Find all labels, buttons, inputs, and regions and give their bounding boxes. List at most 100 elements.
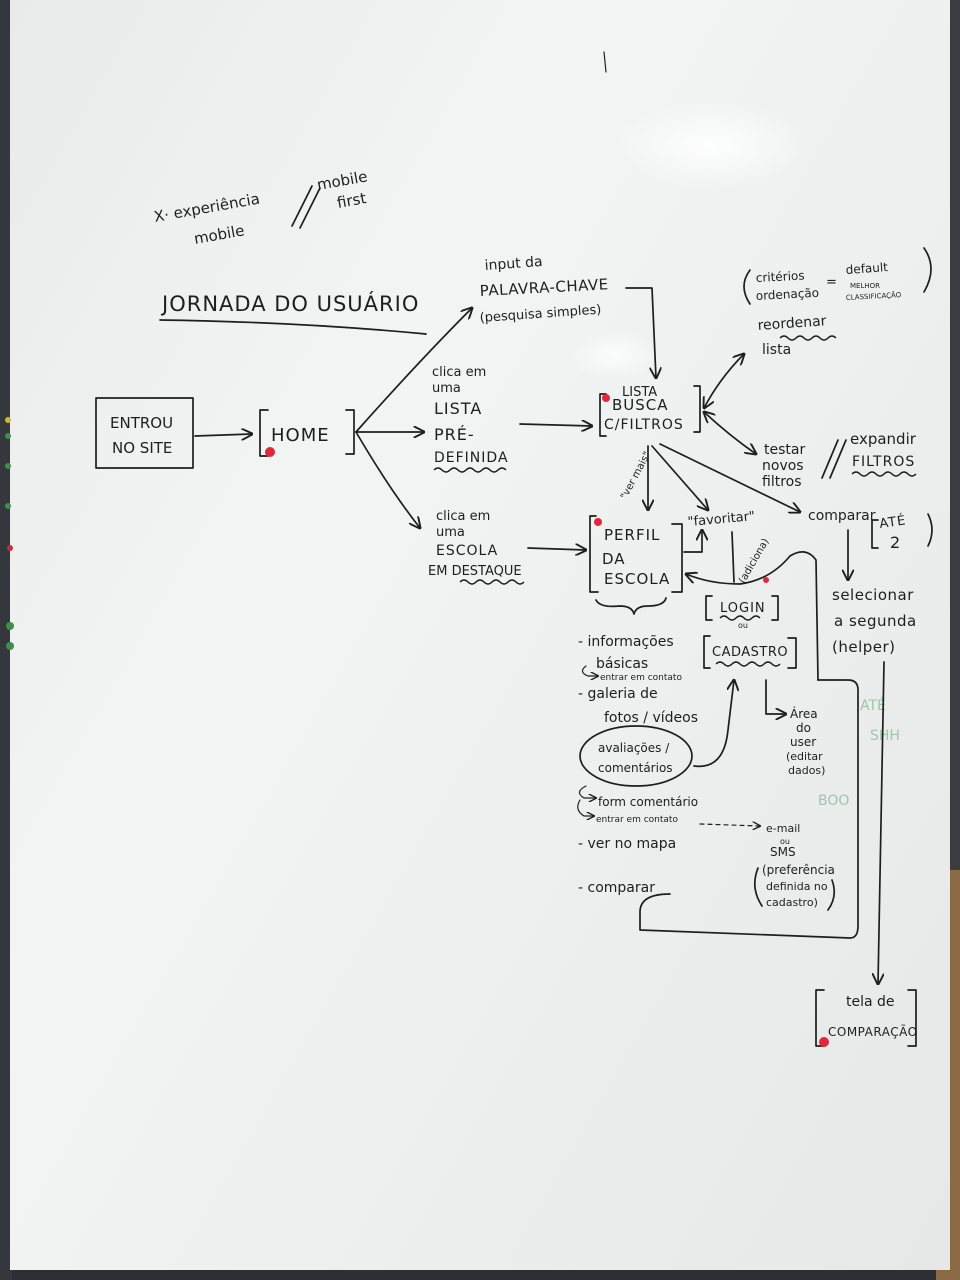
ate-bracket — [871, 519, 879, 549]
email-label-4: (preferência — [762, 863, 835, 877]
home-bracket-left — [259, 409, 269, 457]
login-or: ou — [738, 621, 748, 630]
note-experiencia-1: X· experiência — [153, 190, 262, 226]
arrow-favoritar-perfil — [686, 555, 791, 585]
criterios-label-2: ordenação — [755, 286, 819, 303]
escola-label-2: uma — [436, 525, 465, 540]
entrou-box — [95, 397, 194, 469]
lista-label-4: PRÉ- — [434, 425, 475, 444]
ghost-mark-3: BOO — [818, 793, 849, 809]
testar-label-2: novos — [762, 458, 804, 474]
perfil-bracket-right — [671, 523, 683, 593]
title-underline — [159, 319, 427, 335]
expandir-label-2: FILTROS — [852, 454, 915, 470]
escola-label-4: EM DESTAQUE — [428, 564, 522, 579]
arrow-busca-favoritar — [651, 445, 708, 510]
comparar-bottom-label: - comparar — [578, 880, 655, 896]
arrow-lista-busca — [519, 424, 592, 426]
input-label-1: input da — [484, 254, 543, 274]
lista-label-1: clica em — [432, 365, 486, 380]
perfil-label-1: PERFIL — [604, 526, 660, 544]
entrar-contato-1: entrar em contato — [600, 673, 682, 683]
galeria-label-2: fotos / vídeos — [604, 710, 698, 726]
magnet-green-4 — [6, 622, 14, 630]
selecionar-label-2: a segunda — [834, 612, 917, 630]
login-label: LOGIN — [720, 601, 766, 616]
arrow-avaliacoes-cadastro — [693, 680, 734, 768]
email-label-1: e-mail — [766, 822, 800, 835]
cadastro-underline — [715, 661, 781, 667]
area-label-2: do — [796, 721, 811, 735]
favoritar-line — [731, 531, 735, 583]
criterios-equals: = — [826, 275, 837, 290]
area-label-4: (editar — [786, 750, 823, 763]
email-label-6: cadastro) — [766, 896, 818, 909]
escola-label-1: clica em — [436, 509, 490, 524]
arrow-busca-testar — [704, 412, 756, 454]
ghost-mark-2: SHH — [870, 728, 900, 744]
marker-dot-favoritar — [763, 577, 769, 583]
arrow-home-escola — [355, 431, 420, 528]
arrow-perfil-favoritar — [683, 530, 702, 553]
email-paren-right — [827, 879, 836, 911]
arrow-escola-perfil — [527, 548, 586, 550]
lista-underline — [433, 467, 507, 473]
info-label-1: - informações — [578, 634, 674, 650]
selecionar-label-1: selecionar — [832, 586, 914, 604]
email-paren-left — [753, 867, 763, 907]
double-slash-2 — [821, 439, 847, 479]
busca-bracket-right — [693, 385, 701, 433]
loop-comparar — [639, 679, 859, 939]
selecionar-label-3: (helper) — [832, 638, 896, 656]
whiteboard — [10, 0, 950, 1270]
avaliacoes-ellipse — [579, 725, 693, 787]
comparar-top-label: comparar — [808, 508, 876, 524]
home-label: HOME — [271, 425, 330, 446]
marker-dot-perfil — [594, 518, 602, 526]
criterios-label-1: critérios — [755, 268, 804, 285]
note-experiencia-2: mobile — [193, 221, 246, 248]
tela-label-2: COMPARAÇÃO — [828, 1024, 918, 1039]
criterios-classificacao: CLASSIFICAÇÃO — [846, 290, 902, 302]
marker-dot-busca — [602, 394, 610, 402]
magnet-green-2 — [5, 463, 11, 469]
magnet-red — [7, 545, 13, 551]
cadastro-label: CADASTRO — [712, 645, 788, 660]
arrow-busca-comparar — [659, 443, 800, 512]
magnet-green-5 — [6, 642, 14, 650]
criterios-paren-right — [923, 247, 932, 293]
criterios-melhor: MELHOR — [850, 282, 880, 290]
reordenar-label-2: lista — [762, 342, 791, 358]
ver-mapa-label: - ver no mapa — [578, 836, 676, 852]
tela-bracket-right — [907, 989, 917, 1047]
double-slash — [291, 185, 321, 229]
cadastro-bracket-right — [787, 637, 797, 669]
expandir-underline — [851, 471, 917, 477]
ate-number: 2 — [890, 533, 900, 552]
arrow-input-busca — [625, 287, 656, 378]
avaliacoes-label-2: comentários — [598, 761, 673, 775]
area-label-1: Área — [790, 706, 818, 721]
marker-dot-tela — [819, 1037, 829, 1047]
wall-left — [0, 0, 12, 1280]
login-underline — [719, 615, 761, 621]
email-label-2: ou — [780, 837, 790, 846]
form-comentario-label: form comentário — [598, 795, 698, 809]
tela-label-1: tela de — [846, 994, 895, 1010]
ghost-mark-1: ATÉ — [860, 697, 886, 714]
arrow-cadastro-area — [765, 679, 786, 714]
perfil-label-3: ESCOLA — [604, 570, 670, 588]
arrow-home-input — [355, 308, 472, 433]
ate-label: ATÉ — [878, 512, 907, 532]
note-mobile-first-2: first — [336, 189, 368, 212]
entrar-contato-2: entrar em contato — [596, 815, 678, 825]
login-bracket-right — [771, 595, 779, 621]
escola-underline — [459, 579, 525, 585]
magnet-green-3 — [5, 503, 11, 509]
light-glare-small — [570, 330, 660, 380]
entrou-label-2: NO SITE — [112, 439, 172, 457]
login-bracket-left — [705, 595, 713, 621]
arrow-entrar-contato-1 — [581, 665, 598, 676]
expandir-label-1: expandir — [850, 430, 917, 448]
